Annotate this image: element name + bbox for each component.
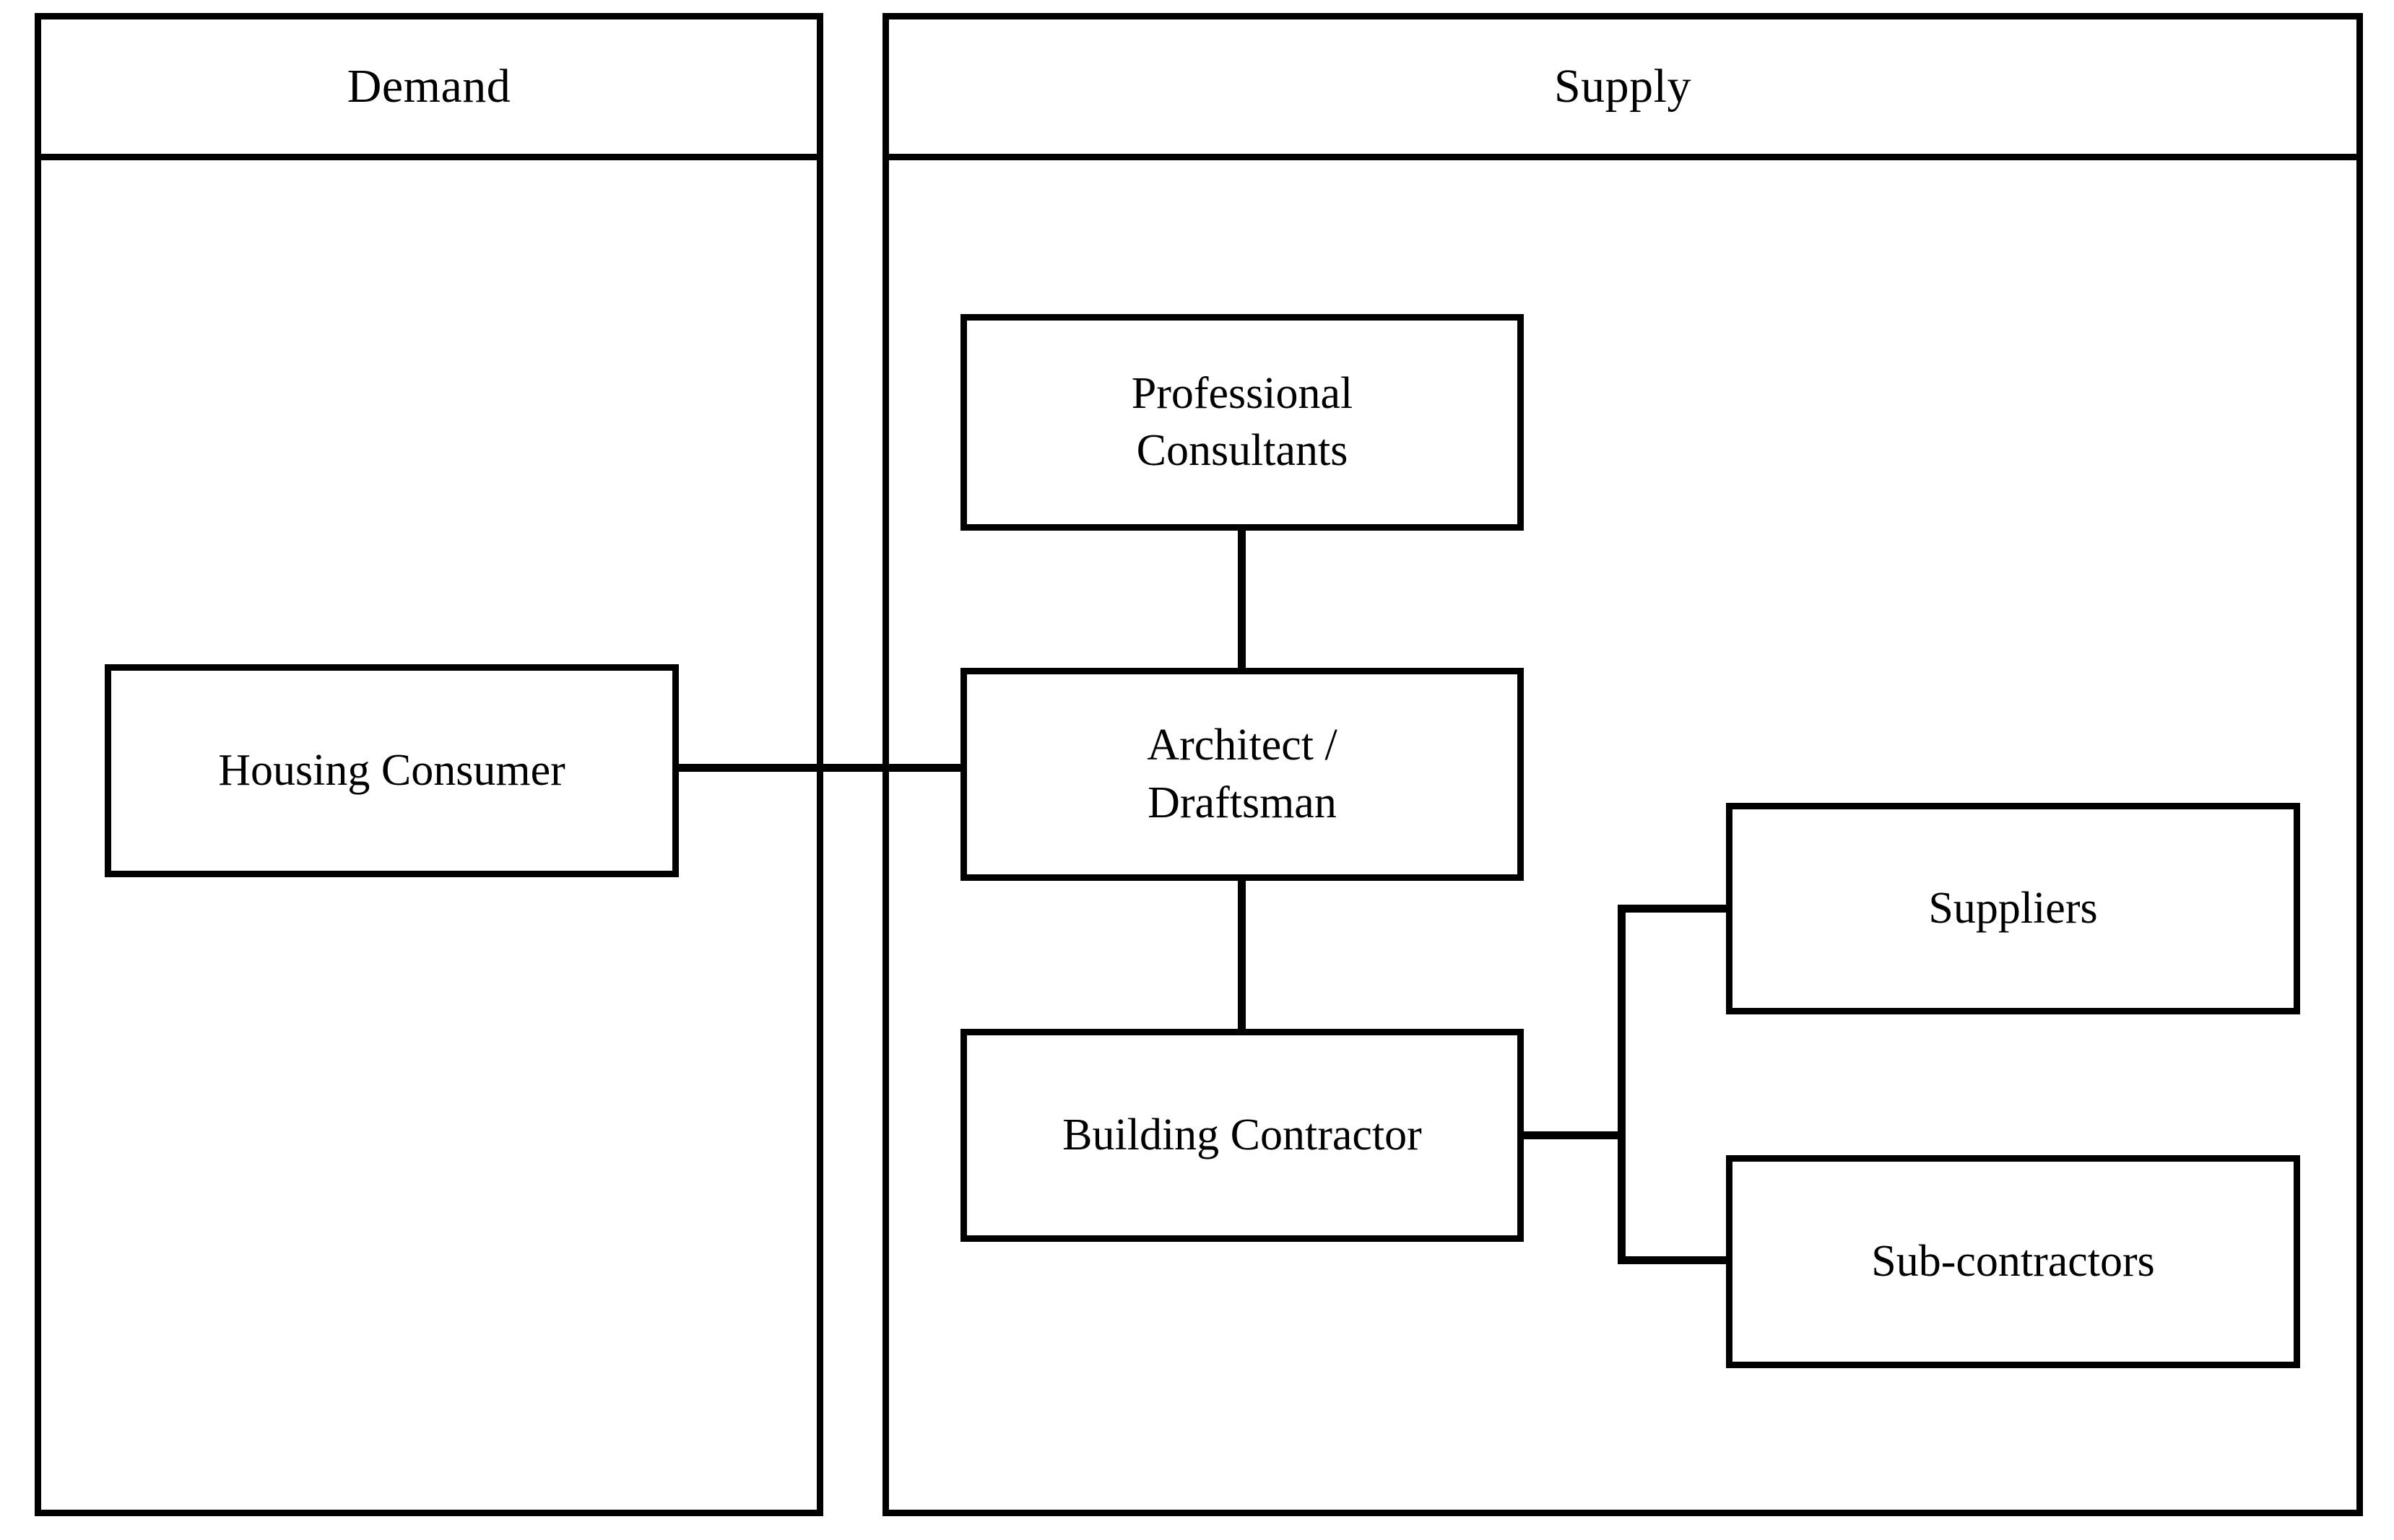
node-housing-consumer-line-1: Housing Consumer xyxy=(218,745,565,795)
connector-bracket-spine xyxy=(1618,905,1626,1264)
node-subcontractors-label: Sub-contractors xyxy=(1861,1233,2165,1290)
connector-housing-consumer-to-architect xyxy=(675,764,964,772)
node-architect-draftsman[interactable]: Architect / Draftsman xyxy=(960,668,1524,881)
node-suppliers-line-1: Suppliers xyxy=(1928,883,2098,933)
node-building-contractor-label: Building Contractor xyxy=(1052,1107,1432,1164)
node-architect-draftsman-line-1: Architect / xyxy=(1147,721,1337,770)
node-subcontractors-line-1: Sub-contractors xyxy=(1871,1236,2155,1286)
connector-building-contractor-stub xyxy=(1520,1131,1625,1139)
panel-demand-header: Demand xyxy=(41,19,817,160)
node-professional-consultants-line-1: Professional xyxy=(1131,368,1353,418)
node-housing-consumer-label: Housing Consumer xyxy=(208,742,576,799)
node-architect-draftsman-label: Architect / Draftsman xyxy=(1137,717,1347,832)
connector-architect-to-building-contractor xyxy=(1238,877,1246,1032)
node-professional-consultants-line-2: Consultants xyxy=(1136,426,1348,475)
node-architect-draftsman-line-2: Draftsman xyxy=(1148,778,1337,827)
node-professional-consultants[interactable]: Professional Consultants xyxy=(960,314,1524,531)
node-professional-consultants-label: Professional Consultants xyxy=(1122,365,1363,480)
panel-supply-title: Supply xyxy=(1553,60,1692,113)
node-subcontractors[interactable]: Sub-contractors xyxy=(1726,1155,2300,1368)
node-building-contractor[interactable]: Building Contractor xyxy=(960,1029,1524,1242)
connector-professional-consultants-to-architect xyxy=(1238,527,1246,671)
node-building-contractor-line-1: Building Contractor xyxy=(1062,1110,1422,1160)
panel-demand-title: Demand xyxy=(347,60,511,113)
connector-bracket-to-subcontractors xyxy=(1618,1256,1730,1264)
panel-supply-header: Supply xyxy=(889,19,2356,160)
node-suppliers-label: Suppliers xyxy=(1918,880,2107,937)
connector-bracket-to-suppliers xyxy=(1618,905,1730,913)
node-suppliers[interactable]: Suppliers xyxy=(1726,803,2300,1014)
node-housing-consumer[interactable]: Housing Consumer xyxy=(105,664,679,877)
